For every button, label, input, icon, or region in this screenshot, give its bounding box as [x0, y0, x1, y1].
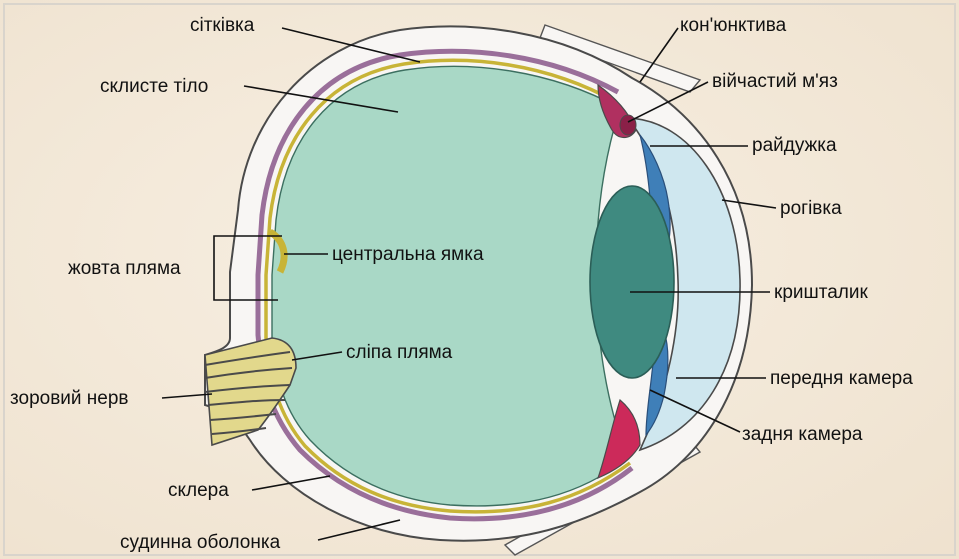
label-iris: райдужка — [752, 135, 837, 156]
label-ciliary-muscle: війчастий м'яз — [712, 71, 838, 92]
label-vitreous-body: склисте тіло — [100, 76, 208, 97]
label-retina: сітківка — [190, 15, 255, 36]
label-blind-spot: сліпа пляма — [346, 342, 453, 363]
label-lens: кришталик — [774, 282, 868, 303]
label-choroid: судинна оболонка — [120, 532, 281, 553]
lens — [590, 186, 674, 378]
vitreous-body — [272, 66, 628, 506]
label-fovea: центральна ямка — [332, 244, 484, 265]
label-posterior-chamber: задня камера — [742, 424, 863, 445]
label-anterior-chamber: передня камера — [770, 368, 913, 389]
label-cornea: рогівка — [780, 198, 842, 219]
label-conjunctiva: кон'юнктива — [680, 15, 787, 36]
label-optic-nerve: зоровий нерв — [10, 388, 129, 409]
label-macula: жовта пляма — [68, 258, 181, 279]
label-sclera: склера — [168, 480, 229, 501]
